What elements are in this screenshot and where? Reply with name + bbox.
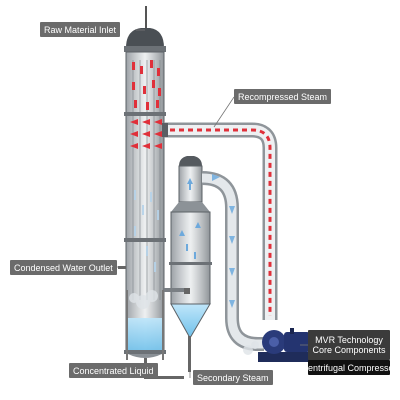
hot-pipe-flange: [162, 123, 168, 137]
column-top-flange: [124, 46, 166, 52]
hot-steam-flow: [170, 128, 272, 316]
column-leg-left: [126, 290, 128, 360]
raw-material-inlet-label: Raw Material Inlet: [40, 22, 121, 37]
centrifugal-compressor-label: Centrifugal Compressor: [301, 360, 397, 375]
separator-flange: [169, 262, 212, 265]
separator-drain: [188, 336, 191, 372]
secondary-steam-label: Secondary Steam: [193, 370, 273, 385]
recompressed-steam-pipe: [162, 122, 278, 320]
concentrated-liquid-pool: [127, 318, 163, 354]
column-bottom-flange: [124, 350, 166, 354]
condensed-water-outlet-label: Condensed Water Outlet: [10, 260, 117, 275]
heat-exchange-tubes: [132, 60, 161, 300]
column-bottom-cap: [128, 354, 162, 358]
condensed-water-nozzle: [118, 266, 126, 269]
column-leg-right: [162, 290, 164, 360]
compressor-motor: [284, 332, 310, 352]
separator-shoulder: [171, 202, 210, 212]
compressor-terminal: [290, 328, 294, 334]
column-flange-1: [124, 112, 166, 116]
mvr-core-components-label: MVR Technology Core Components: [308, 330, 390, 360]
compressor-base: [258, 352, 316, 362]
separator-cap: [179, 156, 202, 166]
hot-steam-arrows-column: [130, 60, 162, 149]
column-separator-link: [164, 288, 184, 292]
column-dome: [126, 28, 164, 48]
mvr-line-1: MVR Technology: [315, 335, 383, 345]
vapor-arrows-separator: [179, 178, 201, 259]
centrifugal-compressor: [258, 328, 316, 362]
secondary-steam-pipe: [201, 171, 264, 351]
connector-box: [184, 288, 190, 294]
compressor-impeller: [269, 337, 279, 347]
secondary-pipe-inner: [201, 173, 264, 349]
concentrated-liquid-label: Concentrated Liquid: [69, 363, 158, 378]
mvr-line-2: Core Components: [312, 345, 386, 355]
separator-cone: [170, 303, 211, 340]
vapor-dashes-column: [134, 190, 159, 272]
outlet-pipe-horizontal: [144, 376, 184, 379]
recompressed-steam-label: Recompressed Steam: [234, 89, 332, 104]
inlet-pipe: [145, 6, 147, 28]
separator-vessel: [164, 156, 212, 372]
secondary-steam-arrows: [212, 174, 235, 308]
steam-wisps: [129, 290, 259, 355]
column-flange-2: [124, 238, 166, 242]
